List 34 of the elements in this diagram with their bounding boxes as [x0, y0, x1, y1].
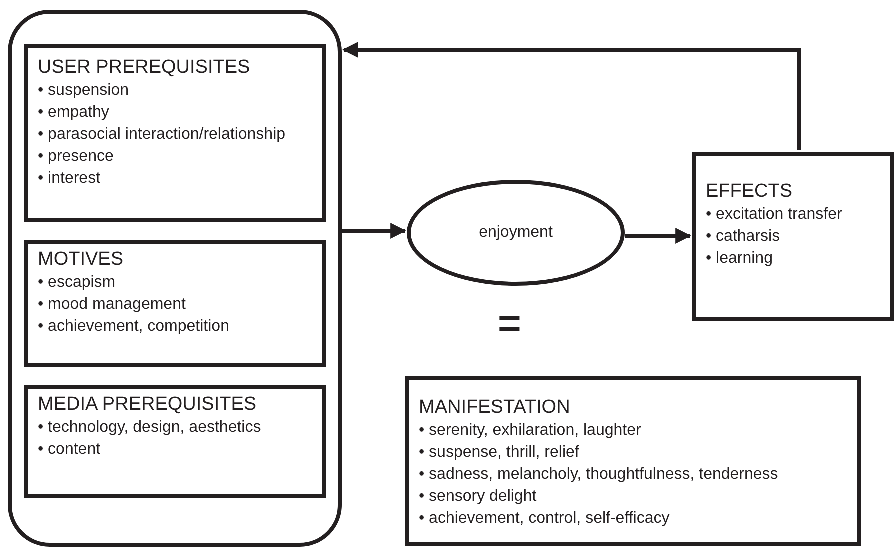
text-box: [24, 240, 326, 367]
list-item: • suspension: [38, 81, 130, 101]
list-item: • technology, design, aesthetics: [38, 418, 262, 438]
arrow: [625, 228, 692, 244]
list-item: • catharsis: [706, 227, 782, 247]
list-item: • presence: [38, 147, 115, 167]
list-item: • escapism: [38, 273, 117, 293]
list-item: • interest: [38, 169, 102, 189]
list-item: • achievement, control, self-efficacy: [419, 509, 671, 529]
text-box: [24, 44, 326, 222]
heading: USER PREREQUISITES: [38, 56, 252, 80]
text-box: [24, 385, 326, 498]
text-box: [692, 152, 894, 321]
list-item: • sadness, melancholy, thoughtfulness, tenderness: [419, 465, 780, 485]
list-item: • suspense, thrill, relief: [419, 443, 580, 463]
heading: MOTIVES: [38, 248, 125, 272]
heading: EFFECTS: [706, 180, 794, 204]
arrow: [342, 42, 802, 150]
list-item: • empathy: [38, 103, 110, 123]
rounded-frame: [8, 10, 342, 547]
list-item: • learning: [706, 249, 774, 269]
list-item: • content: [38, 440, 102, 460]
list-item: • sensory delight: [419, 487, 538, 507]
list-item: • achievement, competition: [38, 317, 230, 337]
node-label: enjoyment: [479, 223, 553, 243]
text-box: [405, 376, 861, 546]
list-item: • excitation transfer: [706, 205, 844, 225]
arrow: [342, 223, 407, 239]
heading: MEDIA PREREQUISITES: [38, 393, 258, 417]
heading: MANIFESTATION: [419, 396, 572, 420]
list-item: • serenity, exhilaration, laughter: [419, 421, 642, 441]
list-item: • parasocial interaction/relationship: [38, 125, 287, 145]
list-item: • mood management: [38, 295, 187, 315]
equals-sign: =: [498, 304, 522, 344]
